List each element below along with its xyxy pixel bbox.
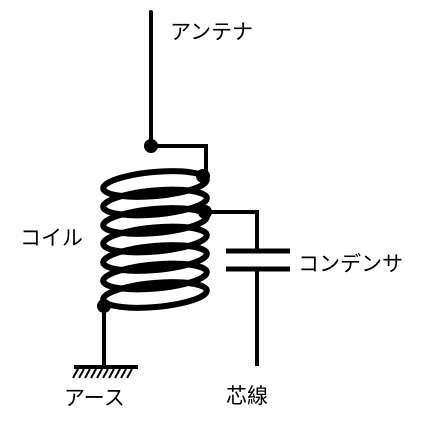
coil-label: コイル [20,226,83,250]
coil-turn [100,186,210,219]
coil-turn [100,242,210,274]
junction-dot-coil-bottom [97,299,111,313]
capacitor-label: コンデンサ [298,252,403,276]
ground-hatch-line [126,368,133,379]
antenna-wire [149,10,208,178]
coil-turn [100,260,210,293]
capacitor-branch-wire [205,210,259,366]
earth-label: アース [64,386,125,410]
junction-dot-antenna [144,139,158,153]
coil-turn [100,223,210,256]
coil-windings [100,168,210,311]
coil-turn [100,279,210,311]
ground-hatch-line [120,368,127,379]
antenna-label: アンテナ [170,20,254,44]
junction-dot-coil-tap [198,205,212,219]
ground-hatch-line [96,368,103,379]
ground-hatch-line [108,368,115,379]
connection-dots [97,139,212,313]
ground-hatch-line [78,368,85,379]
ground-hatch-line [72,368,79,379]
capacitor-symbol [226,248,290,272]
core-wire-label: 芯線 [226,384,268,408]
ground-hatch-line [84,368,91,379]
ground-hatch-line [102,368,109,379]
ground-hatch-line [90,368,97,379]
junction-dot-coil-top [196,169,210,183]
ground-hatch-line [114,368,121,379]
earth-symbol [72,365,138,379]
